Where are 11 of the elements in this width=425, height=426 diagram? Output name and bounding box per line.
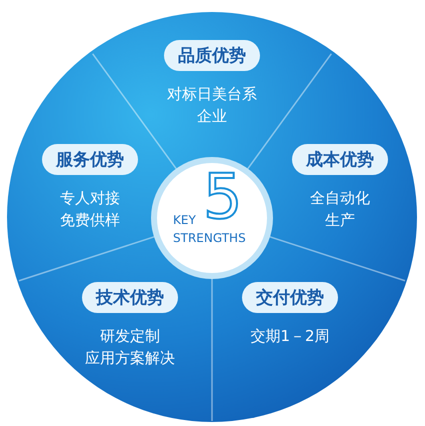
description-text: 全自动化生产 [310, 188, 370, 231]
heading-pill: 交付优势 [242, 282, 338, 313]
heading-pill: 技术优势 [82, 282, 178, 313]
center-circle [157, 163, 267, 273]
description-text: 交期1－2周 [250, 326, 330, 347]
heading-pill: 成本优势 [292, 144, 388, 175]
description-text: 研发定制应用方案解决 [85, 326, 175, 369]
description-text: 对标日美台系企业 [167, 84, 257, 127]
heading-pill: 品质优势 [164, 40, 260, 71]
description-text: 专人对接免费供样 [60, 188, 120, 231]
heading-pill: 服务优势 [42, 144, 138, 175]
